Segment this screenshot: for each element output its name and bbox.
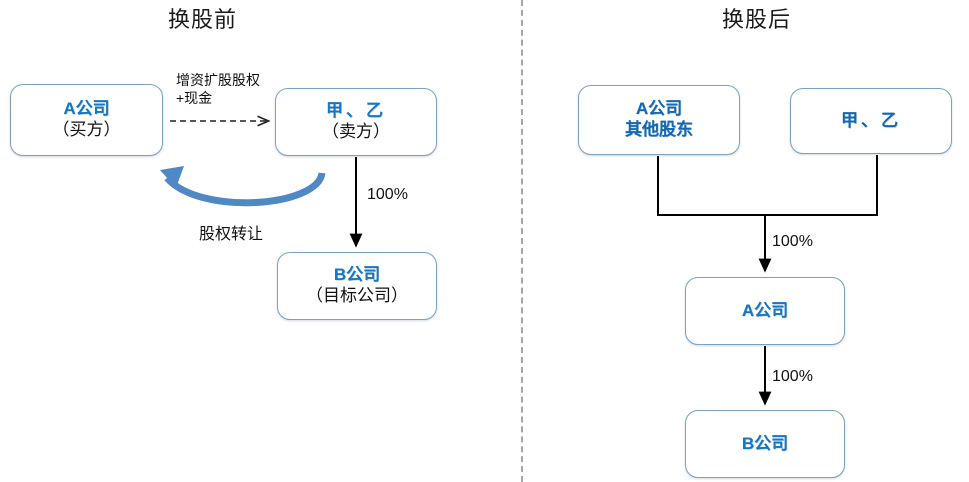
box-seller-subtitle: （卖方） — [322, 122, 390, 141]
box-target-subtitle: （目标公司） — [306, 286, 408, 305]
box-jia-yi-after[interactable]: 甲、乙 — [790, 88, 952, 154]
edge-label-right-to-a-pct: 100% — [772, 233, 813, 250]
box-buyer-subtitle: （买方） — [52, 120, 121, 139]
box-other-shareholders-line2: 其他股东 — [625, 120, 693, 139]
box-a-company-other-shareholders[interactable]: A公司 其他股东 — [578, 85, 740, 155]
box-target-b-company[interactable]: B公司 （目标公司） — [277, 252, 437, 320]
panel-title-after: 换股后 — [722, 7, 792, 32]
box-jia-yi-title: 甲、乙 — [841, 110, 901, 130]
panel-divider — [521, 0, 523, 482]
arrow-equity-transfer-curve — [164, 171, 326, 207]
panel-title-before: 换股前 — [168, 7, 238, 32]
edge-label-right-a-to-b-pct: 100% — [772, 368, 813, 385]
box-buyer-title: A公司 — [63, 99, 110, 119]
box-b-company-after[interactable]: B公司 — [685, 410, 845, 478]
box-b-company-after-title: B公司 — [741, 433, 789, 453]
box-seller-title: 甲、乙 — [326, 101, 386, 121]
edge-label-left-ownership-pct: 100% — [367, 186, 408, 203]
box-seller-jia-yi[interactable]: 甲、乙 （卖方） — [275, 88, 437, 156]
box-target-title: B公司 — [333, 265, 381, 285]
edge-label-consideration: 增资扩股股权+现金 — [176, 72, 260, 106]
edge-label-equity-transfer: 股权转让 — [199, 226, 264, 243]
box-other-shareholders-line1: A公司 — [635, 99, 683, 119]
box-a-company-after[interactable]: A公司 — [685, 277, 845, 345]
box-buyer-a-company[interactable]: A公司 （买方） — [10, 84, 163, 156]
arrow-equity-transfer-head — [160, 166, 184, 188]
box-a-company-after-title: A公司 — [741, 300, 789, 320]
